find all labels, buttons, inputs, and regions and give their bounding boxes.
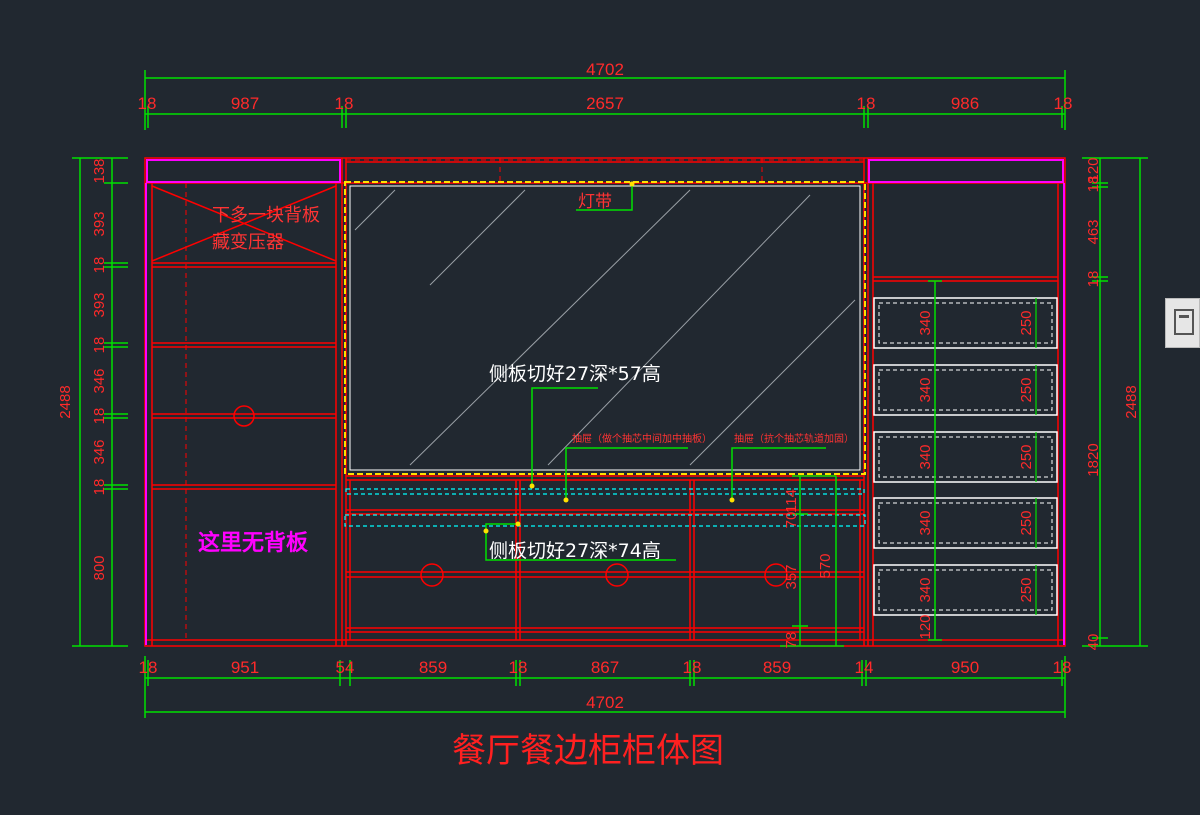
top-seg-dim: 18 <box>1054 94 1073 113</box>
drawer-box-dim: 250 <box>1018 577 1035 602</box>
center-lower-dims <box>780 475 844 647</box>
drawer-note-1: 抽屉（做个抽芯中间加中抽板） <box>572 432 712 445</box>
bottom-seg-dim: 18 <box>139 658 158 677</box>
glass-panel <box>344 181 866 475</box>
dim-357: 357 <box>783 564 800 589</box>
right-total-dim: 2488 <box>1123 385 1140 418</box>
bottom-total-dim: 4702 <box>586 693 624 712</box>
left-total-dim: 2488 <box>57 385 74 418</box>
left-seg-dim: 18 <box>91 408 108 425</box>
bottom-segment-dims: 18 951 54 859 18 867 18 859 14 950 18 <box>139 658 1072 677</box>
drawing-title: 餐厅餐边柜柜体图 <box>452 731 724 771</box>
transformer-note-line2: 藏变压器 <box>212 232 284 253</box>
side-panel-top-label: 侧板切好27深*57高 <box>489 363 661 385</box>
drawer-note-2: 抽屉（抗个抽芯轨道加固） <box>734 432 854 445</box>
drawer-front <box>873 564 1058 616</box>
drawer-front <box>873 297 1058 349</box>
bottom-seg-dim: 859 <box>763 658 791 677</box>
no-back-panel-label: 这里无背板 <box>198 530 309 556</box>
transformer-note-line1: 下多一块背板 <box>212 205 320 226</box>
top-dimensions <box>144 70 1066 130</box>
drawer-box <box>878 502 1053 544</box>
bottom-seg-dim: 18 <box>509 658 528 677</box>
dim-570: 570 <box>817 553 834 578</box>
bottom-dimensions <box>144 656 1066 718</box>
drawer-box-dim: 250 <box>1018 444 1035 469</box>
drawer-box <box>878 369 1053 411</box>
right-dimensions <box>1082 157 1148 647</box>
hidden-lines <box>185 158 864 640</box>
drawer-box-dim: 250 <box>1018 377 1035 402</box>
top-seg-dim: 2657 <box>586 94 624 113</box>
left-segment-dims: 138 393 18 393 18 346 18 346 18 800 <box>91 158 108 580</box>
dim-70: 70 <box>783 512 800 529</box>
top-seg-dim: 18 <box>857 94 876 113</box>
drawer-front-dim: 340 <box>917 510 934 535</box>
bottom-seg-dim: 951 <box>231 658 259 677</box>
right-seg-dim: 463 <box>1085 219 1102 244</box>
dim-78: 78 <box>783 632 800 649</box>
bottom-seg-dim: 14 <box>855 658 874 677</box>
drawer-box <box>878 436 1053 478</box>
drawer-box <box>878 302 1053 344</box>
top-seg-dim: 987 <box>231 94 259 113</box>
bottom-seg-dim: 950 <box>951 658 979 677</box>
top-segment-dims: 18 987 18 2657 18 986 18 <box>138 94 1073 113</box>
drawer-front-dim: 340 <box>917 444 934 469</box>
side-panel-bottom-label: 侧板切好27深*74高 <box>489 540 661 562</box>
leader-lines <box>485 184 826 561</box>
bottom-seg-dim: 859 <box>419 658 447 677</box>
bottom-seg-dim: 18 <box>1053 658 1072 677</box>
right-seg-dim: 18 <box>1085 176 1102 193</box>
drawer-bottom-gap-dim: 120 <box>917 614 934 639</box>
right-seg-dim: 18 <box>1085 271 1102 288</box>
left-seg-dim: 346 <box>91 439 108 464</box>
drawer-box-dim: 250 <box>1018 510 1035 535</box>
right-seg-dim: 120 <box>1085 157 1102 182</box>
left-dimensions <box>72 157 128 647</box>
left-seg-dim: 800 <box>91 555 108 580</box>
drawer-front <box>873 431 1058 483</box>
bottom-seg-dim: 867 <box>591 658 619 677</box>
dim-114: 114 <box>783 489 800 513</box>
left-seg-dim: 346 <box>91 368 108 393</box>
drawer-box-dim: 250 <box>1018 310 1035 335</box>
right-seg-dim: 1820 <box>1085 443 1102 476</box>
top-seg-dim: 986 <box>951 94 979 113</box>
left-seg-dim: 18 <box>91 337 108 354</box>
led-strip-label: 灯带 <box>578 192 612 212</box>
bottom-seg-dim: 18 <box>683 658 702 677</box>
left-seg-dim: 393 <box>91 211 108 236</box>
toolbar-icon[interactable] <box>1174 309 1194 335</box>
right-drawers: 340 250 340 250 340 250 340 250 340 250 120 <box>873 297 1058 640</box>
drawer-front <box>873 364 1058 416</box>
right-seg-dim: 40 <box>1085 634 1102 651</box>
drawer-dim-line <box>928 280 942 641</box>
left-seg-dim: 18 <box>91 479 108 496</box>
drawer-front-dim: 340 <box>917 577 934 602</box>
left-seg-dim: 138 <box>91 158 108 183</box>
drawer-guides <box>344 488 866 527</box>
magenta-panels <box>145 159 1065 645</box>
leader-dots <box>483 181 735 534</box>
top-total-dim: 4702 <box>586 60 624 79</box>
drawer-front-dim: 340 <box>917 377 934 402</box>
top-seg-dim: 18 <box>138 94 157 113</box>
left-seg-dim: 18 <box>91 257 108 274</box>
drawer-box <box>878 569 1053 611</box>
drawer-front <box>873 497 1058 549</box>
bottom-seg-dim: 54 <box>336 658 355 677</box>
toolbar-widget[interactable] <box>1165 298 1200 348</box>
drawer-front-dim: 340 <box>917 310 934 335</box>
left-seg-dim: 393 <box>91 292 108 317</box>
top-seg-dim: 18 <box>335 94 354 113</box>
